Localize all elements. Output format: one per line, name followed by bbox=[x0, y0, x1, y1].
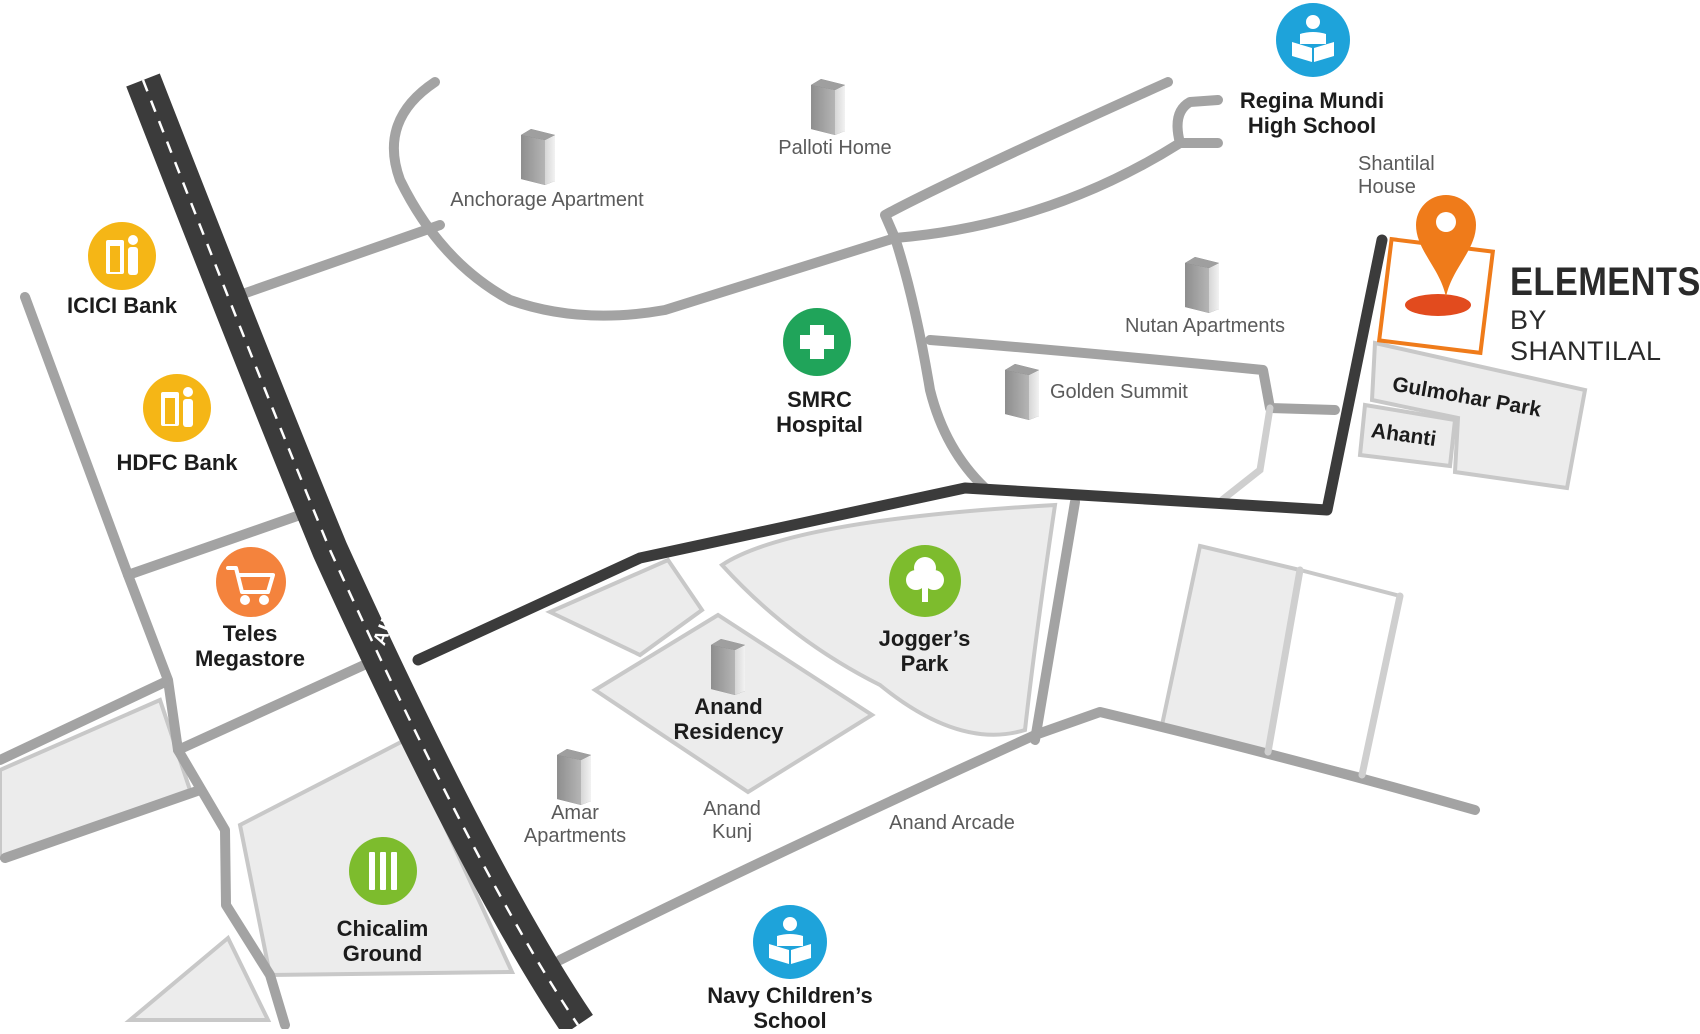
gulmohar-park-block bbox=[1369, 340, 1588, 491]
road-regina-fork bbox=[890, 138, 1223, 243]
road-hdfc-link bbox=[123, 510, 305, 580]
atm-icon bbox=[106, 235, 138, 275]
road-parcel-edge bbox=[1358, 592, 1404, 779]
building-icon bbox=[557, 749, 591, 805]
poi-label-hdfc: HDFC Bank bbox=[116, 450, 238, 475]
road-regina-fork-2 bbox=[1172, 95, 1223, 148]
roads bbox=[0, 77, 1480, 1029]
pin-hole bbox=[1436, 212, 1456, 232]
road-anchorage-loop bbox=[388, 77, 900, 321]
atm-icon bbox=[161, 387, 193, 427]
road-teles-link bbox=[173, 655, 380, 755]
road-golden-summit bbox=[925, 335, 1340, 415]
school-icon bbox=[769, 917, 811, 964]
building-icon bbox=[811, 79, 845, 135]
brand-subtitle: BY SHANTILAL bbox=[1510, 305, 1662, 366]
road-left-bottom bbox=[0, 785, 205, 863]
shopping-cart-icon bbox=[226, 566, 275, 605]
brand-title: ELEMENTS bbox=[1510, 260, 1700, 304]
parcel-small bbox=[545, 557, 705, 658]
cricket-stumps-icon bbox=[369, 852, 397, 890]
regina-school-marker[interactable] bbox=[1276, 3, 1350, 77]
road-left-diagonal bbox=[0, 677, 170, 765]
airport-road-centerline bbox=[141, 79, 580, 1026]
road-park-east bbox=[1030, 497, 1080, 745]
icici-bank-marker[interactable] bbox=[88, 222, 156, 290]
building-icon bbox=[1185, 257, 1219, 313]
light-roads bbox=[1218, 404, 1404, 779]
poi-label-icici: ICICI Bank bbox=[66, 293, 178, 318]
road-to-regina bbox=[880, 77, 1173, 243]
building-icon bbox=[1005, 364, 1039, 420]
smrc-hospital-marker[interactable] bbox=[783, 308, 851, 376]
anand-residency-block bbox=[591, 612, 876, 795]
road-anchorage-link bbox=[235, 220, 445, 300]
place-label-palloti: Palloti Home bbox=[778, 137, 892, 159]
building-icon bbox=[521, 129, 555, 185]
place-label-nutan: Nutan Apartments bbox=[1124, 315, 1286, 337]
road-shantilal-lane bbox=[1218, 404, 1274, 504]
parcel-bottom-left bbox=[124, 934, 272, 1022]
navy-school-marker[interactable] bbox=[753, 905, 827, 979]
location-pin-icon bbox=[1416, 195, 1476, 297]
pin-shadow bbox=[1405, 294, 1471, 316]
place-label-anand-arcade: Anand Arcade bbox=[889, 812, 1015, 834]
road-smrc-curve bbox=[890, 233, 990, 493]
road-parcel-divider bbox=[1264, 566, 1304, 756]
parcel-left bbox=[0, 697, 193, 861]
ahanti-block bbox=[1357, 402, 1458, 469]
route-to-elements bbox=[412, 234, 1388, 666]
place-label-golden-summit: Golden Summit bbox=[1050, 381, 1188, 403]
school-icon bbox=[1292, 15, 1334, 62]
joggers-park-marker[interactable] bbox=[889, 545, 961, 617]
place-label-anchorage: Anchorage Apartment bbox=[450, 189, 644, 211]
joggers-park-area bbox=[718, 502, 1058, 737]
elements-site-marker[interactable] bbox=[1376, 195, 1496, 356]
building-icon bbox=[711, 639, 745, 695]
teles-megastore-marker[interactable] bbox=[216, 547, 286, 617]
hospital-cross-icon bbox=[800, 325, 834, 359]
tree-icon bbox=[906, 557, 944, 602]
hdfc-bank-marker[interactable] bbox=[143, 374, 211, 442]
chicalim-ground-marker[interactable] bbox=[349, 837, 417, 905]
